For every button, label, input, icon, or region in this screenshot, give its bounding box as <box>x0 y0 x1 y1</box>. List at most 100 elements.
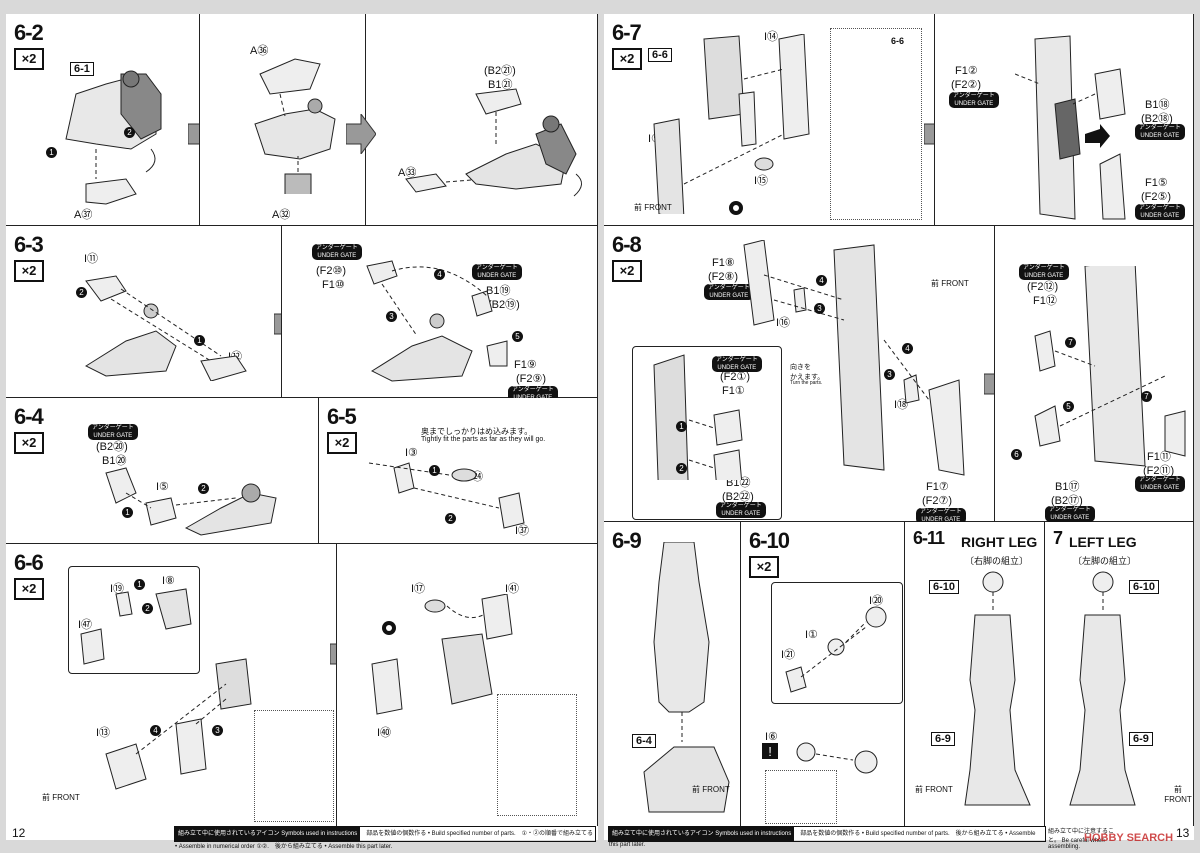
step-6-2-panel: 6-2 ×2 6-1 1 2 A㊲ <box>6 14 199 226</box>
legend-bar: 組み立て中に使用されているアイコン Symbols used in instru… <box>608 826 1046 848</box>
part-label: I③ <box>405 447 418 459</box>
step-number: 6-7 <box>612 20 642 45</box>
legend-x2: 部品を数値の個数作る • Build specified number of p… <box>800 831 950 837</box>
under-gate-label: アンダーゲート UNDER GATE <box>472 264 522 280</box>
step-6-10-panel: 6-10 ×2 I⑳ I① I㉑ I⑥ ! <box>740 522 904 826</box>
quantity-badge: ×2 <box>14 260 44 282</box>
step-number: 6-9 <box>612 528 642 553</box>
part-label: I① <box>805 629 818 641</box>
step-6-8-result-panel: 前 FRONT アンダーゲート UNDER GATE (F2⑫) F1⑫ B1⑰… <box>931 226 1194 522</box>
part-label: (F2⑦) <box>922 495 953 507</box>
front-indicator: 前 FRONT <box>634 203 672 212</box>
part-label: F1⑨ <box>514 359 537 371</box>
part-label: B1㉑ <box>488 79 513 91</box>
assembly-illustration <box>405 88 582 197</box>
part-label: (F2⑩) <box>316 265 347 277</box>
part-label: I⑲ <box>110 583 125 595</box>
ref-box: 6-9 <box>931 732 955 746</box>
assembly-illustration <box>785 606 887 774</box>
part-label: F1⑤ <box>1145 177 1168 189</box>
step-6-7-result-panel: F1② (F2②) アンダーゲート UNDER GATE B1⑱ (B2⑱) ア… <box>934 14 1194 226</box>
assembly-illustration <box>368 462 525 529</box>
part-label: (B2⑲) <box>488 299 520 311</box>
leg-subtitle: 〔左脚の組立〕 <box>1073 556 1137 566</box>
part-label: F1⑧ <box>712 257 735 269</box>
under-gate-label: アンダーゲート UNDER GATE <box>712 356 762 372</box>
ref-box: 6-1 <box>70 62 94 76</box>
leg-title: LEFT LEG <box>1069 534 1137 550</box>
front-indicator: 前 FRONT <box>692 785 730 794</box>
leg-illustration <box>964 571 1031 806</box>
legend-later: 後から組み立てる • Assemble this part later. <box>609 831 1036 848</box>
front-indicator: 前 FRONT <box>915 785 953 794</box>
under-gate-label: アンダーゲート UNDER GATE <box>916 508 966 524</box>
assembly-illustration <box>653 34 810 214</box>
under-gate-label: アンダーゲート UNDER GATE <box>716 502 766 518</box>
front-indicator: 前 FRONT <box>1164 785 1192 804</box>
step-6-7-panel: 6-7 ×2 6-6 I⑭ I⑨ I⑮ 前 FRONT 6-6 <box>604 14 934 226</box>
detail-box <box>765 770 837 824</box>
assembly-illustration <box>643 542 730 813</box>
under-gate-label: アンダーゲート UNDER GATE <box>704 284 754 300</box>
under-gate-label: アンダーゲート UNDER GATE <box>1135 476 1185 492</box>
step-6-6-panel: 6-6 ×2 I⑲ I⑧ I㊼ I⑬ 1 2 4 3 前 FRONT <box>6 544 336 826</box>
note-en: Tightly fit the parts as far as they wil… <box>421 436 546 443</box>
front-indicator: 前 FRONT <box>931 279 969 288</box>
part-label: A㉜ <box>272 209 291 221</box>
part-label: I⑭ <box>764 31 779 43</box>
part-label: (F2⑫) <box>1027 281 1059 293</box>
step-6-3-panel: 6-3 ×2 I⑪ I⑫ 2 1 <box>6 226 281 398</box>
part-label: (F2①) <box>720 371 751 383</box>
legend-later: 後から組み立てる • Assemble this part later. <box>274 844 393 850</box>
step-number: 6-3 <box>14 232 44 257</box>
part-label: I⑮ <box>754 175 769 187</box>
step-number: 6-11 <box>913 528 945 548</box>
assemble-later-icon <box>729 201 743 215</box>
step-6-3-result-panel: アンダーゲート UNDER GATE (F2⑩) F1⑩ アンダーゲート UND… <box>281 226 598 402</box>
leg-subtitle: 〔右脚の組立〕 <box>965 556 1029 566</box>
part-label: A㊱ <box>250 45 269 57</box>
part-label: F1② <box>955 65 978 77</box>
page-number: 13 <box>1176 826 1190 840</box>
under-gate-label: アンダーゲート UNDER GATE <box>1135 124 1185 140</box>
part-label: I⑯ <box>776 317 791 329</box>
assembly-illustration <box>1034 266 1186 467</box>
assembly-illustration <box>653 240 965 480</box>
step-6-9-panel: 6-9 6-4 前 FRONT <box>604 522 740 826</box>
svg-text:!: ! <box>768 744 772 759</box>
step-number: 6-8 <box>612 232 642 257</box>
under-gate-label: アンダーゲート UNDER GATE <box>949 92 999 108</box>
part-label: (F2⑤) <box>1141 191 1172 203</box>
step-6-11-panel: 6-11 RIGHT LEG 〔右脚の組立〕 6-10 6-9 前 FRONT <box>904 522 1044 826</box>
legend-x2: 部品を数値の個数作る • Build specified number of p… <box>366 831 516 837</box>
legend-order: ①・②の順番で組み立てる • Assemble in numerical ord… <box>175 831 594 850</box>
step-7-panel: 7 LEFT LEG 〔左脚の組立〕 6-10 6-9 前 FRONT <box>1044 522 1194 826</box>
part-label: I⑰ <box>411 583 426 595</box>
part-label: (F2⑪) <box>1143 465 1175 477</box>
quantity-badge: ×2 <box>14 48 44 70</box>
legend-title: 組み立て中に使用されているアイコン Symbols used in instru… <box>175 827 361 841</box>
detail-box <box>497 694 577 816</box>
watermark: HOBBY SEARCH <box>1084 832 1174 844</box>
part-label: B1⑲ <box>486 285 511 297</box>
assembly-illustration <box>84 275 247 381</box>
caution-icon: ! <box>762 743 778 759</box>
page-number: 12 <box>12 826 26 840</box>
part-label: I㊵ <box>377 727 392 739</box>
part-label: I⑪ <box>84 253 99 265</box>
part-label: F1⑪ <box>1147 451 1171 463</box>
ref-box: 6-10 <box>1129 580 1160 594</box>
legend-bar: 組み立て中に使用されているアイコン Symbols used in instru… <box>174 826 596 850</box>
part-label: B1⑳ <box>102 455 127 467</box>
turn-note-en: Turn the parts. <box>790 380 823 386</box>
part-label: I⑤ <box>156 481 169 493</box>
left-page: 6-2 ×2 6-1 1 2 A㊲ A㊱ A㉜ (B2㉑) B <box>6 14 598 850</box>
note-jp: 奥までしっかりはめ込みます。 <box>421 427 533 436</box>
step-6-6-result-panel: I⑰ I㊶ I㊵ <box>336 544 598 826</box>
part-label: F1⑫ <box>1033 295 1057 307</box>
quantity-badge: ×2 <box>14 432 44 454</box>
part-label: B1㉒ <box>726 477 751 489</box>
quantity-badge: ×2 <box>749 556 779 578</box>
ref-box: 6-6 <box>888 36 908 46</box>
step-6-5-panel: 6-5 ×2 奥までしっかりはめ込みます。 Tightly fit the pa… <box>318 398 598 544</box>
